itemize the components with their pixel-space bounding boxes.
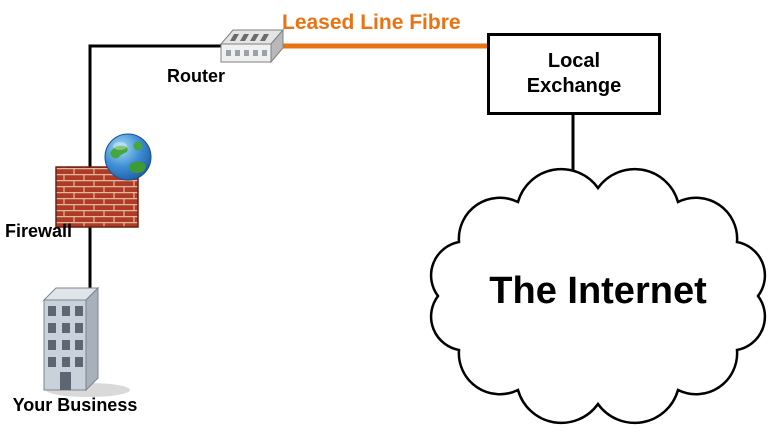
- internet-cloud-shape: [429, 167, 767, 425]
- office-building-icon: [42, 286, 130, 397]
- leased-line-label: Leased Line Fibre: [282, 11, 461, 34]
- globe-icon: [104, 133, 152, 181]
- firewall-icon: [55, 133, 152, 228]
- internet-label: The Internet: [489, 270, 707, 312]
- router-label: Router: [167, 66, 225, 86]
- router-icon: [219, 28, 285, 64]
- local-exchange-label: Local Exchange: [526, 50, 622, 97]
- your-business-label: Your Business: [12, 395, 138, 415]
- local-exchange-box: Local Exchange: [487, 33, 661, 115]
- firewall-label: Firewall: [5, 221, 73, 241]
